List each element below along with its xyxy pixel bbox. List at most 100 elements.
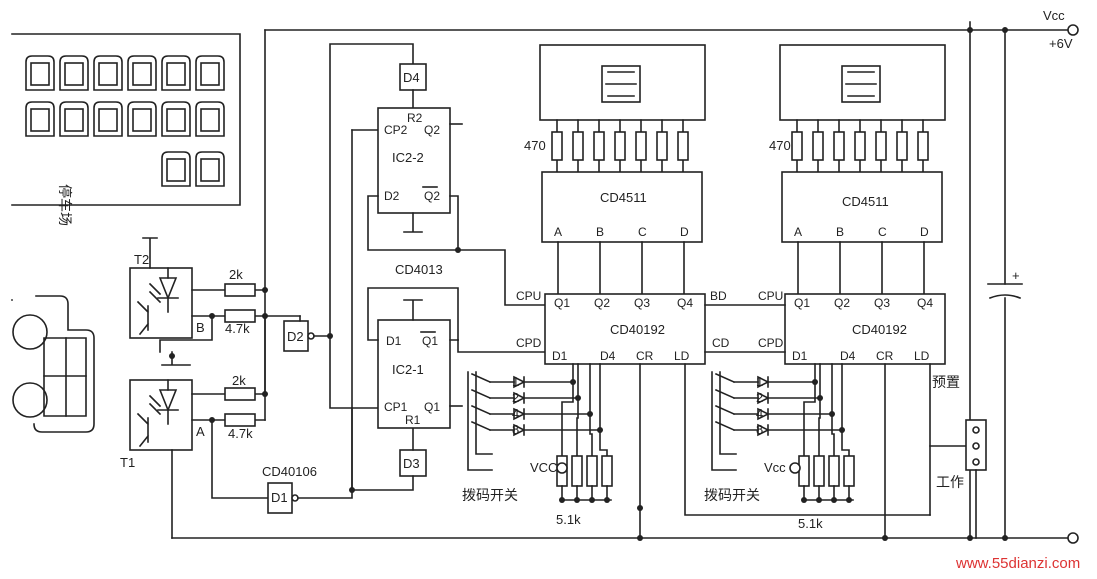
parked-car [195,101,225,137]
dip-switch-left[interactable] [467,363,613,503]
display-resistor-right-label: 470 [769,138,791,153]
ff-q1-pin: Q1 [424,400,440,414]
display-left [539,44,706,121]
dip-weight: 8 [756,422,763,437]
display-resistor [917,119,929,173]
filter-capacitor [987,283,1023,300]
display-resistor [896,119,908,173]
flipflop-ic2-2 [367,107,546,306]
gate-d4-label: D4 [403,70,420,85]
display-resistor [551,119,563,173]
display-right [779,44,946,121]
vcc-terminal [1067,24,1079,36]
flipflop-type-label: CD4013 [395,262,443,277]
ic2-2-label: IC2-2 [392,150,424,165]
parked-car [59,55,89,91]
counter-right-q4: Q4 [917,296,933,310]
dip-right-vcc-terminal [789,462,801,474]
ff-d1-pin: D1 [386,334,402,348]
dip-right-vcc: Vcc [764,460,786,475]
parked-cars [25,55,225,187]
counter-left-q3: Q3 [634,296,650,310]
counter-right-d1: D1 [792,349,808,363]
watermark: www.55dianzi.com [955,555,1080,572]
counter-left-d4: D4 [600,349,616,363]
preset-label: 预置 [932,375,960,391]
decoder-pin-label: B [836,225,844,239]
decoder-pin-label: D [680,225,689,239]
parked-car [25,101,55,137]
counter-left [544,293,706,365]
display-resistor [875,119,887,173]
display-resistors [551,119,929,173]
resistor-2k-top-label: 2k [229,267,243,282]
display-resistor [635,119,647,173]
vcc-label: Vcc [1043,8,1065,23]
parked-car [161,101,191,137]
resistor-4k7-top-label: 4.7k [225,321,250,336]
counter-left-cpd: CPD [516,336,542,350]
power-rails [171,21,1079,544]
counter-left-ld: LD [674,349,690,363]
parked-car [93,55,123,91]
node-a-label: A [196,424,205,439]
optocoupler-t1 [129,379,193,539]
display-resistor-left-label: 470 [524,138,546,153]
display-resistor [854,119,866,173]
carry-bd-label: BD [710,289,727,303]
counter-right-cpd: CPD [758,336,784,350]
counter-right [784,293,946,365]
ff-q1bar-pin: Q1 [422,334,438,348]
decoder-pin-label: C [878,225,887,239]
decoder-pin-label: C [638,225,647,239]
parked-car [59,101,89,137]
control-wires [637,363,967,541]
gate-d3 [351,427,427,491]
display-resistor [833,119,845,173]
counter-right-label: CD40192 [852,322,907,337]
input-resistors [159,283,301,499]
counter-right-q1: Q1 [794,296,810,310]
pull-resistor-left-label: 5.1k [556,512,581,527]
carry-cd-label: CD [712,336,730,350]
ff-q2bar-pin: Q2 [424,189,440,203]
display-resistor [812,119,824,173]
dip-right-name: 拨码开关 [704,488,760,504]
capacitor-polarity: + [1012,268,1020,283]
gate-d1-label: D1 [271,490,288,505]
dip-weight: 1 [512,374,519,389]
dip-weight: 4 [756,406,763,421]
counter-left-cpu: CPU [516,289,541,303]
work-label: 工作 [936,475,964,491]
parked-car [93,101,123,137]
decoder-left [541,171,703,243]
voltage-label: +6V [1049,36,1073,51]
counter-left-cr: CR [636,349,654,363]
ff-q2-pin: Q2 [424,123,440,137]
pull-resistor-right-label: 5.1k [798,516,823,531]
dip-weight: 2 [756,390,763,405]
counter-right-cr: CR [876,349,894,363]
ff-cp1-pin: CP1 [384,400,408,414]
mode-switch[interactable] [965,419,987,539]
parked-car [195,151,225,187]
counter-left-d1: D1 [552,349,568,363]
decoder-counter-wires [557,241,925,295]
dip-left-vcc-terminal [556,462,568,474]
gate-d2 [283,315,331,352]
ground-terminal [1067,532,1079,544]
display-resistor [656,119,668,173]
ic2-1-label: IC2-1 [392,362,424,377]
decoder-right [781,171,943,243]
optocoupler-t2 [129,237,193,366]
dip-switch-right[interactable] [711,363,855,503]
dip-weight: 8 [512,422,519,437]
parked-car [161,55,191,91]
decoder-left-label: CD4511 [600,190,647,205]
counter-right-q3: Q3 [874,296,890,310]
parking-lot-label: 停车场 [56,184,73,226]
